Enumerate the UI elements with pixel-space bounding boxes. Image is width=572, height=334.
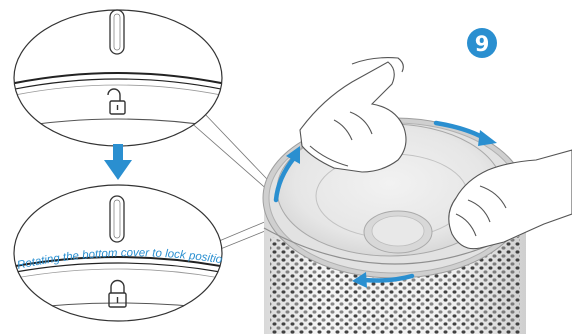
arrow-down-icon <box>104 144 132 180</box>
arrowhead-icon <box>478 130 497 146</box>
purifier-illustration <box>263 58 572 334</box>
callout-top-unlocked <box>10 10 226 146</box>
left-hand <box>300 58 406 172</box>
step-number: 9 <box>475 32 490 56</box>
step-badge: 9 <box>467 28 497 58</box>
